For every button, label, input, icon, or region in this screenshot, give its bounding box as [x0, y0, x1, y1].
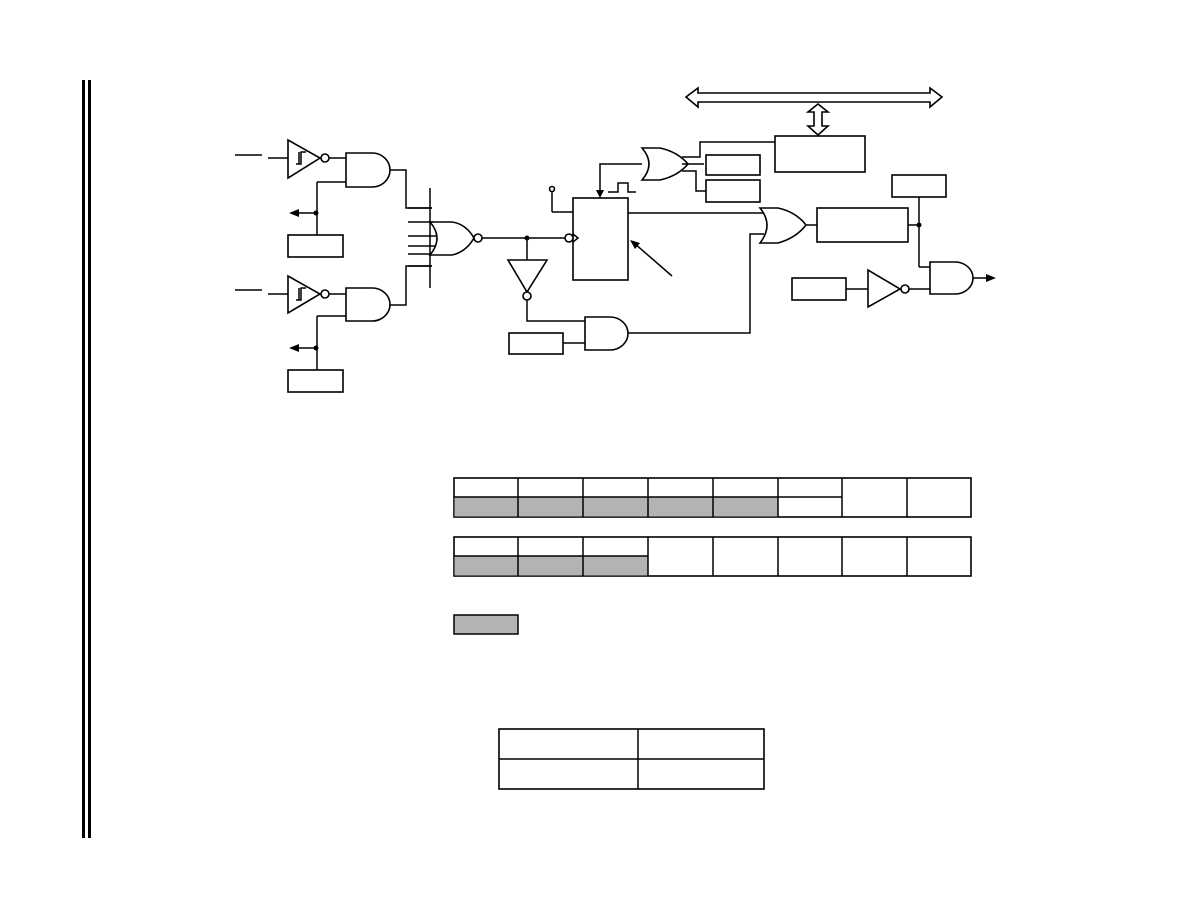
or-gate-right — [758, 207, 808, 244]
schmitt-buffer-lower — [287, 274, 330, 315]
arrow-left-icon — [289, 344, 299, 352]
arrow-left-icon — [289, 209, 299, 217]
left-margin-bar — [82, 80, 85, 838]
event-block — [816, 207, 909, 243]
register-table-bottom — [453, 536, 972, 577]
latch-block — [572, 197, 629, 281]
control-bit-box-lower — [287, 369, 344, 393]
data-bus-arrow — [684, 86, 944, 109]
register-block-top-right — [774, 135, 866, 173]
legend-shaded-swatch — [453, 614, 519, 635]
flag-box-right — [891, 174, 947, 198]
flag-box-2 — [705, 179, 761, 203]
enable-box-right — [791, 277, 847, 301]
bus-tap-arrow — [805, 102, 831, 137]
schmitt-buffer-upper — [287, 138, 330, 180]
nor-gate — [428, 221, 483, 256]
inverter-down — [506, 259, 549, 301]
pulse-waveform — [608, 182, 636, 193]
and-gate-output — [929, 261, 974, 295]
left-margin-bar-inner — [88, 80, 91, 838]
and-gate-lower — [345, 287, 391, 322]
and-gate-middle — [584, 316, 629, 351]
set-input-terminal — [548, 185, 556, 193]
pointer-line — [633, 242, 673, 277]
output-arrow-icon — [986, 274, 996, 282]
summary-table — [498, 728, 765, 790]
flag-box-1 — [705, 154, 761, 176]
or-gate-upper — [640, 147, 690, 181]
and-gate-upper — [345, 152, 391, 188]
control-bit-box-upper — [287, 234, 344, 258]
inverter-right — [867, 268, 910, 309]
enable-box-lower — [508, 332, 564, 355]
register-table-top — [453, 477, 972, 518]
